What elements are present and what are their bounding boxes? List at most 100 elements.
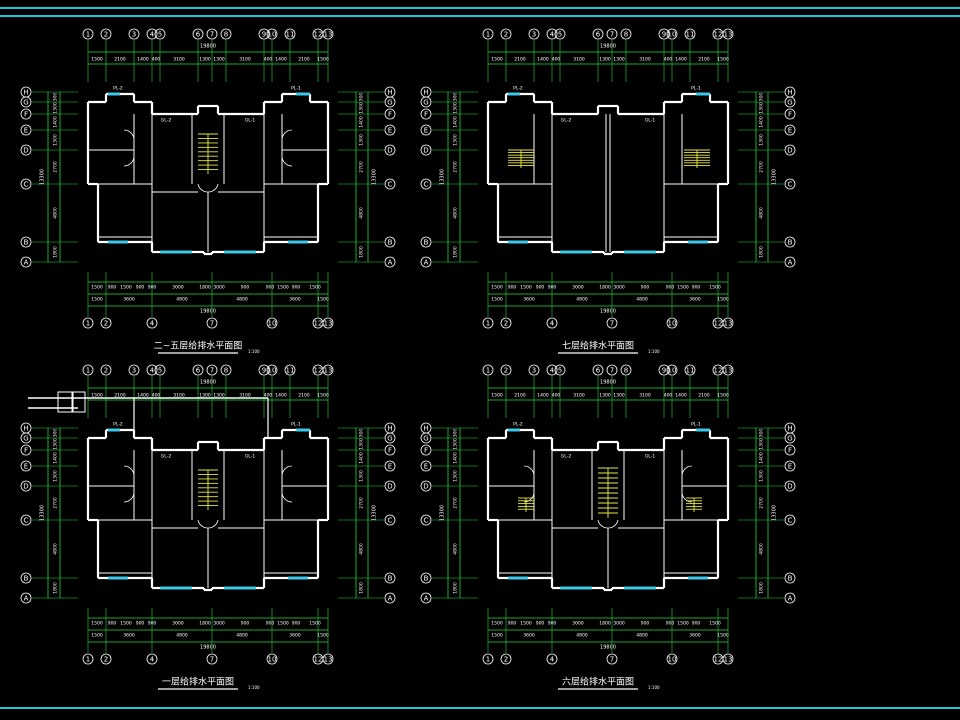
room-label-gl1: GL-1 [645,118,656,124]
dim-top: 1500 [91,57,103,63]
door-swing [207,519,219,529]
axis-top-1-circle [82,364,94,376]
axis-bottom-1: 1 [86,320,90,328]
axis-right-D-circle [384,480,396,492]
dim-bottom-2: 3600 [689,297,701,303]
dim-bottom-1: 1500 [309,285,321,291]
axis-top-13: 13 [324,367,333,375]
door-swing [197,519,209,529]
dim-bottom-2: 1500 [491,297,503,303]
dim-bottom-1: 1500 [120,621,132,627]
axis-left-A: A [24,259,29,267]
dim-top: 400 [552,57,561,63]
axis-top-6-circle [192,364,204,376]
axis-top-13-circle [322,28,334,40]
door-swing [123,465,135,477]
dim-left: 1800 [453,582,459,594]
dim-overall-left: 13300 [40,505,46,521]
dim-overall-left: 13300 [440,169,446,185]
axis-top-2-circle [100,364,112,376]
axis-bottom-7-circle [606,317,618,329]
axis-bottom-13-circle [722,317,734,329]
axis-top-4: 4 [150,31,155,39]
dim-bottom-1: 900 [136,621,145,627]
axis-left-E: E [24,127,28,135]
axis-top-9-circle [258,28,270,40]
axis-bottom-2-circle [500,317,512,329]
axis-right-D: D [387,147,392,155]
dim-bottom-2: 4800 [636,297,648,303]
dim-left: 4800 [53,543,59,555]
dim-overall-right: 13300 [372,505,378,521]
pipe-label-pl1: PL-1 [691,86,701,92]
window [560,586,592,590]
axis-bottom-1-circle [482,653,494,665]
axis-top-5-circle [554,28,566,40]
dim-bottom-1: 1500 [677,621,689,627]
window [296,428,310,432]
dim-bottom-1: 900 [108,285,117,291]
dim-top: 3100 [239,57,251,63]
dim-right: 2700 [759,161,765,173]
dim-top: 1300 [599,57,611,63]
axis-bottom-12: 12 [314,320,323,328]
dim-left: 2700 [53,497,59,509]
dim-left: 1300 [453,134,459,146]
dim-left: 1400 [453,452,459,464]
dim-right: 1800 [759,246,765,258]
axis-top-2-circle [500,28,512,40]
axis-top-6: 6 [596,367,601,375]
axis-right-A-circle [384,592,396,604]
axis-left-C: C [24,517,29,525]
axis-bottom-7: 7 [610,656,614,664]
dim-bottom-1: 900 [241,621,250,627]
door-swing [123,129,135,141]
window [288,576,308,580]
dim-right: 4800 [359,543,365,555]
dim-left: 4800 [53,207,59,219]
axis-bottom-13-circle [322,653,334,665]
axis-top-10-circle [266,364,278,376]
window [508,576,528,580]
axis-bottom-1-circle [482,317,494,329]
axis-top-10: 10 [668,31,677,39]
dim-left: 1300 [453,102,459,114]
dim-top: 2100 [298,393,310,399]
axis-top-3: 3 [532,31,536,39]
door-swing [597,519,609,529]
axis-top-13: 13 [324,31,333,39]
dim-bottom-2: 3600 [523,297,535,303]
axis-right-F: F [788,111,792,119]
axis-top-13-circle [322,364,334,376]
axis-right-E-circle [784,460,796,472]
dim-bottom-1: 900 [108,621,117,627]
plan-title: 一层给排水平面图 [162,676,234,688]
dim-bottom-1: 3000 [213,621,225,627]
axis-top-10: 10 [268,367,277,375]
plan-title: 二~五层给排水平面图 [154,340,243,352]
axis-top-5-circle [154,28,166,40]
axis-right-C-circle [384,178,396,190]
axis-top-5: 5 [558,31,562,39]
dim-bottom-2: 1500 [491,633,503,639]
axis-left-G: G [423,435,428,443]
dim-bottom-2: 4800 [236,633,248,639]
dim-left: 1800 [453,246,459,258]
dim-top: 1500 [491,57,503,63]
axis-right-B: B [788,239,793,247]
axis-top-9: 9 [662,367,666,375]
axis-top-1: 1 [86,367,90,375]
axis-right-H: H [787,425,792,433]
dim-left: 4800 [453,543,459,555]
axis-left-D-circle [420,144,432,156]
axis-top-2-circle [100,28,112,40]
dim-top: 1300 [199,393,211,399]
plan-title: 六层给排水平面图 [562,676,634,688]
dim-bottom-1: 1800 [199,621,211,627]
dim-bottom-1: 1500 [709,621,721,627]
axis-right-A: A [788,259,793,267]
dim-top: 2100 [698,393,710,399]
axis-left-A-circle [20,256,32,268]
